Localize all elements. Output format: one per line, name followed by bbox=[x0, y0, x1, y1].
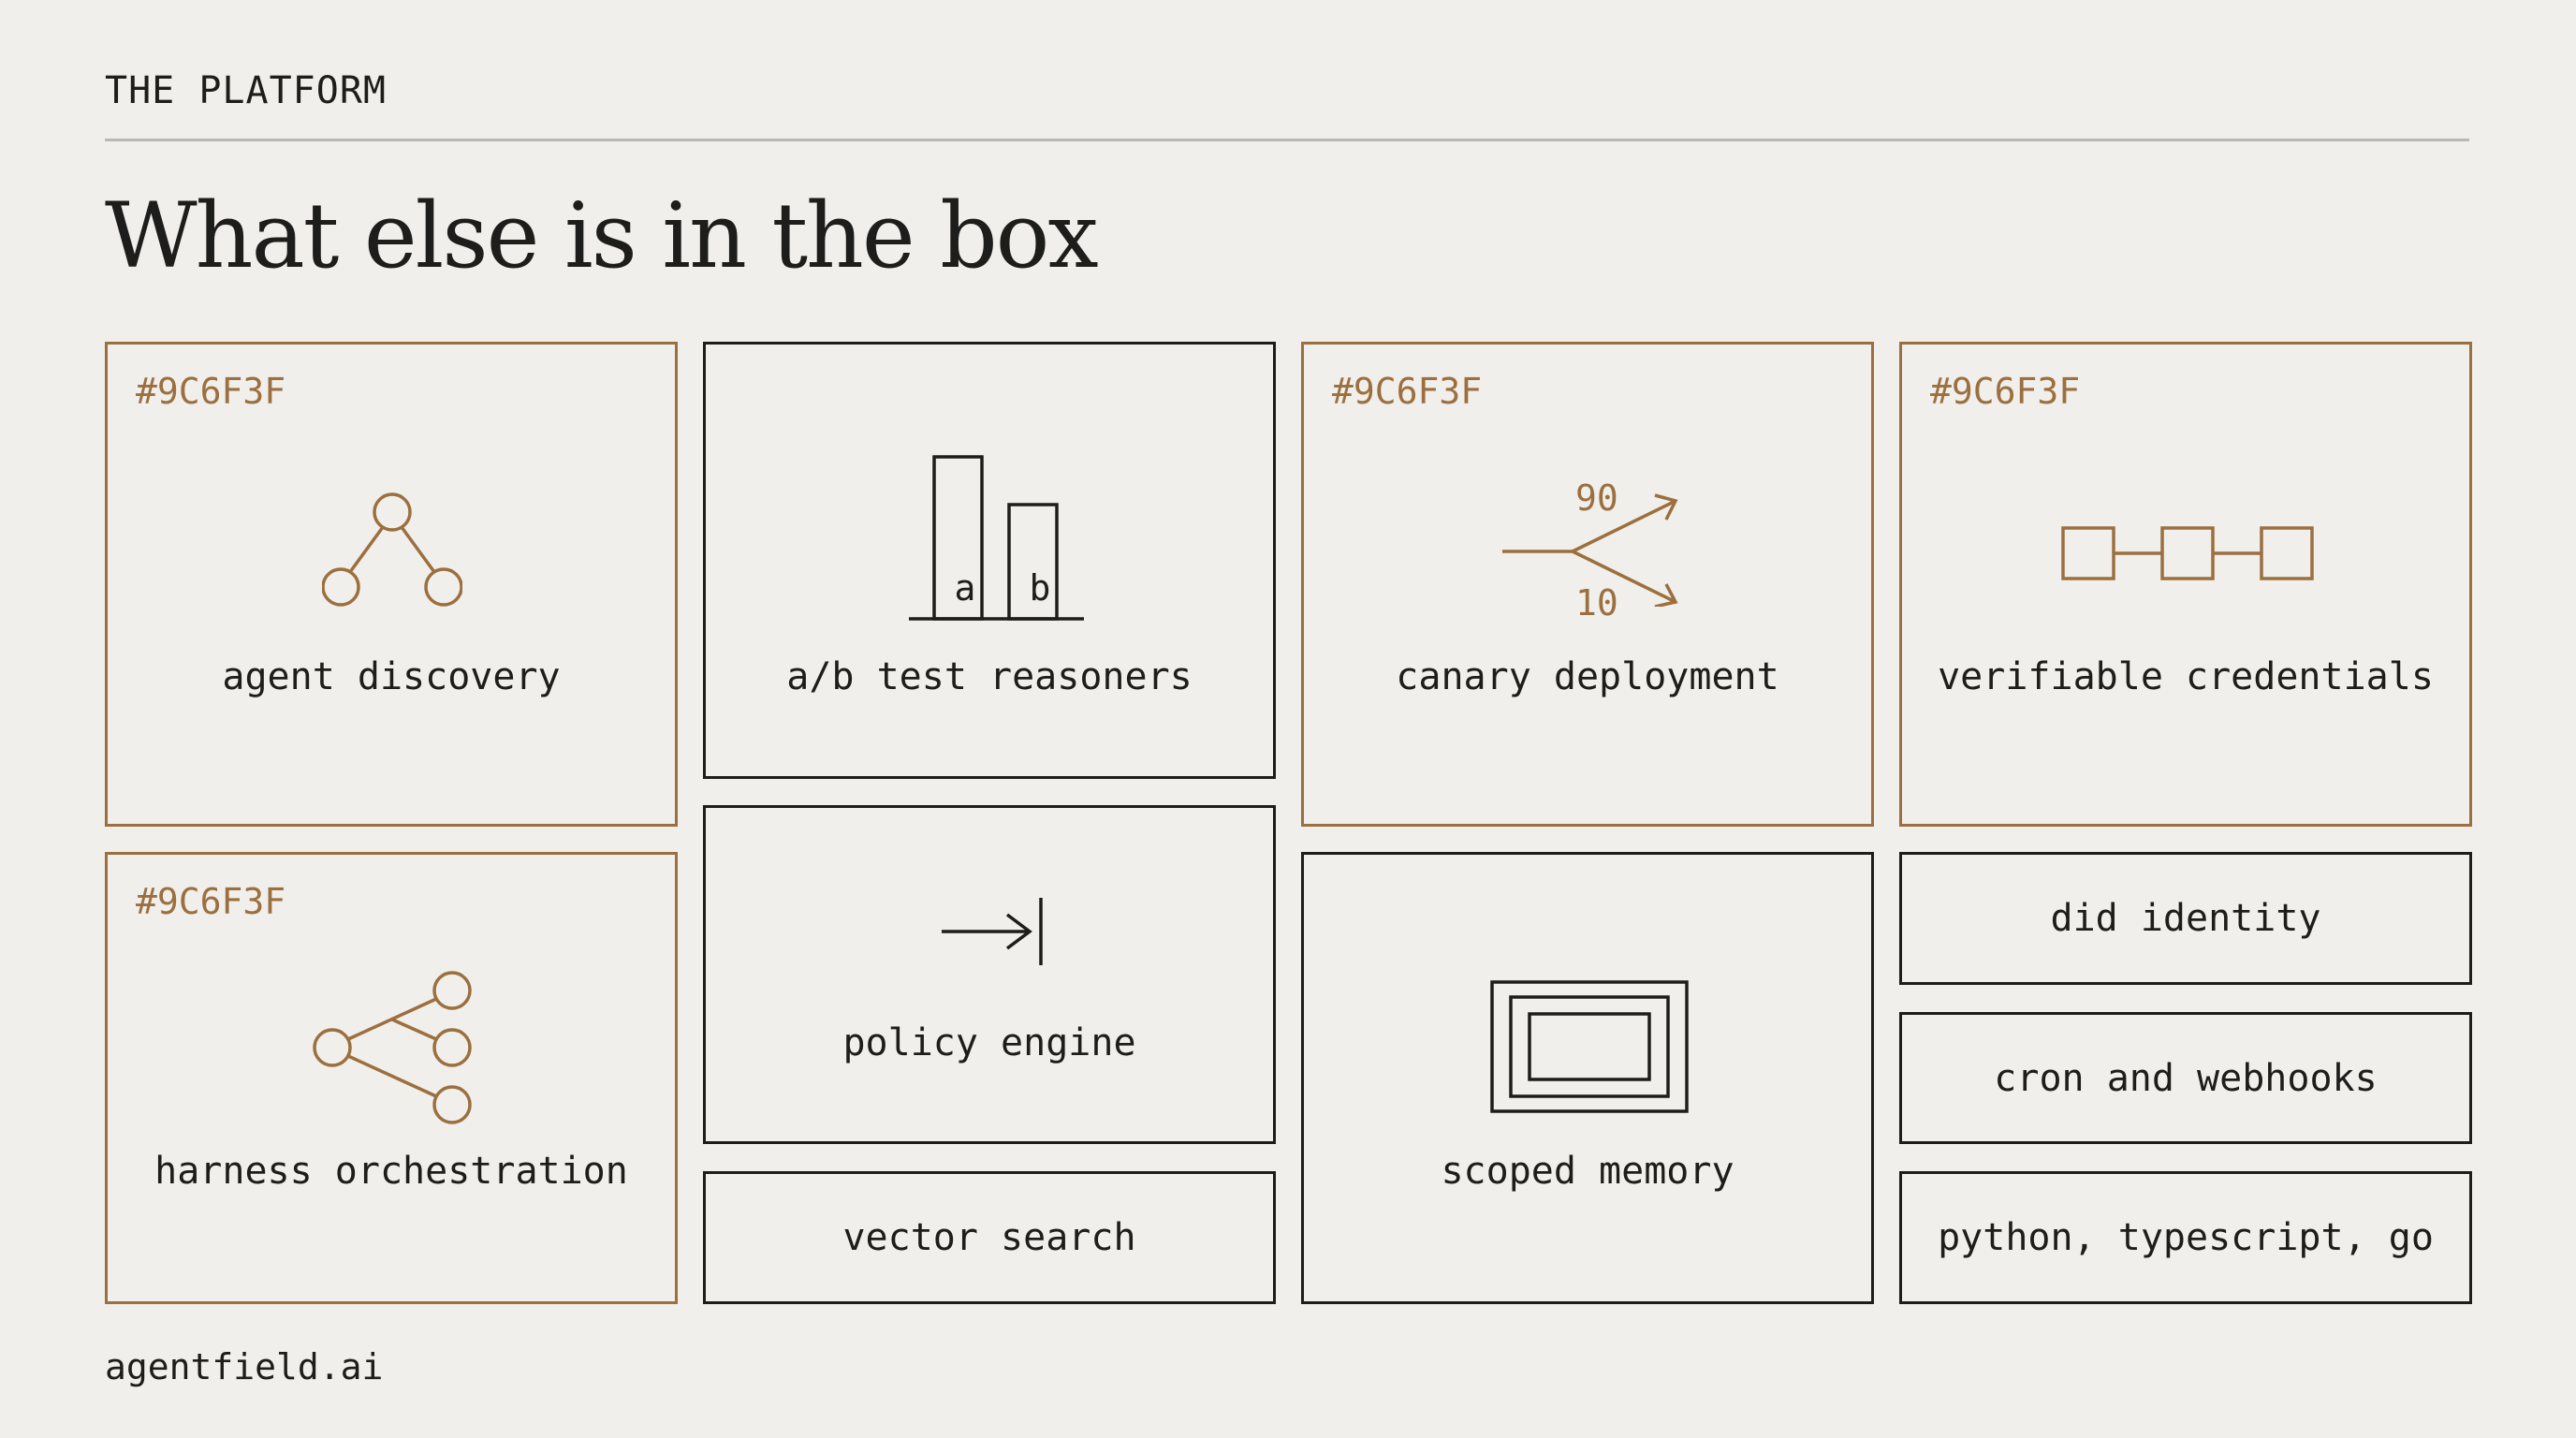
bar-b-label: b bbox=[1029, 567, 1051, 609]
traffic-split-icon bbox=[1502, 493, 1678, 607]
card-tag: #9C6F3F bbox=[1930, 371, 2081, 412]
card-vector-search: vector search bbox=[703, 1171, 1276, 1304]
footer-site-link[interactable]: agentfield.ai bbox=[105, 1346, 384, 1387]
card-label: vector search bbox=[842, 1216, 1136, 1259]
card-label: verifiable credentials bbox=[1938, 655, 2434, 698]
card-harness-orchestration: #9C6F3F harness orchestration bbox=[105, 852, 678, 1304]
card-label: python, typescript, go bbox=[1938, 1216, 2434, 1259]
bar-a-label: a bbox=[954, 567, 976, 609]
card-label: a/b test reasoners bbox=[786, 655, 1193, 698]
card-policy-engine: policy engine bbox=[703, 805, 1276, 1144]
card-tag: #9C6F3F bbox=[136, 371, 286, 412]
card-verifiable-credentials: #9C6F3F verifiable credentials bbox=[1899, 342, 2472, 827]
card-label: canary deployment bbox=[1396, 655, 1779, 698]
split-bottom-label: 10 bbox=[1575, 582, 1618, 624]
card-canary-deployment: #9C6F3F 90 10 canary deployment bbox=[1301, 342, 1874, 827]
card-label: policy engine bbox=[842, 1021, 1136, 1064]
bar-chart-icon bbox=[909, 455, 1084, 621]
card-agent-discovery: #9C6F3F agent discovery bbox=[105, 342, 678, 827]
header-divider bbox=[105, 139, 2469, 141]
card-label: cron and webhooks bbox=[1994, 1056, 2378, 1100]
fanout-icon bbox=[313, 971, 472, 1124]
card-tag: #9C6F3F bbox=[136, 881, 286, 922]
network-triangle-icon bbox=[322, 492, 462, 607]
card-languages: python, typescript, go bbox=[1899, 1171, 2472, 1304]
eyebrow-label: THE PLATFORM bbox=[105, 69, 387, 112]
card-label: agent discovery bbox=[222, 655, 561, 698]
nested-boxes-icon bbox=[1490, 980, 1689, 1113]
card-label: harness orchestration bbox=[154, 1150, 628, 1193]
card-scoped-memory: scoped memory bbox=[1301, 852, 1874, 1304]
card-ab-test-reasoners: a b a/b test reasoners bbox=[703, 342, 1276, 779]
card-label: did identity bbox=[2050, 897, 2321, 940]
card-label: scoped memory bbox=[1441, 1150, 1734, 1193]
split-top-label: 90 bbox=[1575, 477, 1618, 519]
card-did-identity: did identity bbox=[1899, 852, 2472, 985]
card-cron-webhooks: cron and webhooks bbox=[1899, 1012, 2472, 1144]
arrow-to-bar-icon bbox=[942, 898, 1043, 965]
page-title: What else is in the box bbox=[105, 183, 1099, 288]
card-tag: #9C6F3F bbox=[1332, 371, 1483, 412]
chain-icon bbox=[2061, 526, 2314, 580]
